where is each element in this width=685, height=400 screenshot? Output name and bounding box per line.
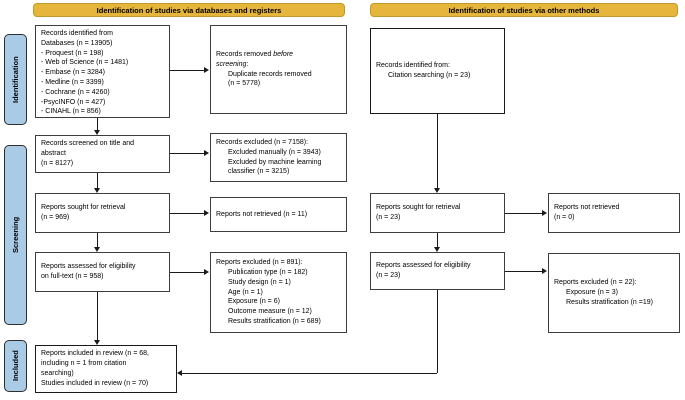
box-reports-not-retrieved-other: Reports not retrieved (n = 0) [548, 193, 680, 233]
box-included-in-review: Reports included in review (n = 68, incl… [35, 345, 177, 393]
text-line: Duplicate records removed [228, 70, 312, 78]
text-line: - Proquest (n = 198) [41, 49, 104, 57]
text-line: Reports sought for retrieval [376, 204, 461, 212]
text-line: Databases (n = 13905) [41, 39, 113, 47]
stage-label-included: Included [4, 340, 27, 392]
arrowhead-right [542, 268, 547, 274]
box-records-screened: Records screened on title and abstract (… [35, 135, 170, 173]
text-line: Age (n = 1) [228, 288, 263, 296]
arrowhead-down [94, 339, 100, 345]
text-line: Records identified from: [376, 62, 450, 70]
box-records-identified-databases: Records identified from Databases (n = 1… [35, 25, 170, 118]
text-line: - Cochrane (n = 4260) [41, 88, 110, 96]
text-line: -PsycINFO (n = 427) [41, 98, 106, 106]
text-line: Records removed before [216, 50, 294, 58]
arrowhead-down [94, 187, 100, 193]
text-line: Excluded manually (n = 3943) [228, 148, 321, 156]
arrowhead-down [434, 187, 440, 193]
text-line: searching) [41, 370, 74, 377]
text-line: Excluded by machine learning [228, 158, 322, 166]
text-line: Studies included in review (n = 70) [41, 379, 149, 387]
text-line: Reports not retrieved (n = 11) [216, 210, 308, 218]
box-records-identified-citation: Records identified from: Citation search… [370, 28, 505, 114]
text-line: Records screened on title and [41, 140, 134, 148]
text-line: Results stratification (n =19) [566, 298, 653, 306]
box-reports-assessed-databases: Reports assessed for eligibility on full… [35, 252, 170, 292]
arrowhead-down [94, 129, 100, 135]
arrowhead-right [204, 67, 209, 73]
text-line: (n = 0) [554, 214, 575, 221]
arrowhead-down [94, 246, 100, 252]
text-line: (n = 23) [376, 272, 401, 279]
text-line: Reports excluded (n = 22): [554, 279, 637, 287]
box-reports-excluded-databases: Reports excluded (n = 891): Publication … [210, 252, 347, 333]
text-line: Exposure (n = 6) [228, 298, 280, 306]
arrowhead-down [434, 246, 440, 252]
text-line: Study design (n = 1) [228, 278, 291, 286]
text-line: Reports not retrieved [554, 204, 620, 212]
arrowhead-right [204, 269, 209, 275]
text-line: Reports excluded (n = 891): [216, 259, 303, 267]
text-line: (n = 969) [41, 214, 70, 221]
text-line: (n = 5778) [228, 80, 261, 88]
text-line: Outcome measure (n = 12) [228, 308, 312, 316]
arrowhead-right [204, 150, 209, 156]
box-reports-sought-other: Reports sought for retrieval (n = 23) [370, 193, 505, 233]
text-line: Publication type (n = 182) [228, 269, 308, 276]
text-line: Reports sought for retrieval [41, 204, 126, 212]
text-line: Citation searching (n = 23) [388, 72, 471, 79]
box-records-excluded: Records excluded (n = 7158): Excluded ma… [210, 133, 347, 182]
text-line: (n = 8127) [41, 159, 74, 167]
box-reports-assessed-other: Reports assessed for eligibility (n = 23… [370, 252, 505, 290]
text-line: Exposure (n = 3) [566, 289, 618, 297]
box-reports-excluded-other: Reports excluded (n = 22): Exposure (n =… [548, 253, 680, 333]
text-line: abstract [41, 150, 66, 158]
banner-other-methods: Identification of studies via other meth… [370, 3, 678, 17]
text-line: on full-text (n = 958) [41, 273, 104, 280]
text-line: - Web of Science (n = 1481) [41, 59, 129, 67]
text-line: - Embase (n = 3284) [41, 69, 106, 77]
text-line: Records excluded (n = 7158): [216, 138, 309, 146]
text-line: - Medline (n = 3399) [41, 78, 104, 86]
stage-label-identification: Identification [4, 34, 27, 125]
text-line: classifier (n = 3215) [228, 168, 290, 176]
text-line: (n = 23) [376, 214, 401, 221]
text-line: Results stratification (n = 689) [228, 317, 321, 325]
banner-databases-registers: Identification of studies via databases … [33, 3, 345, 17]
arrowhead-right [542, 210, 547, 216]
text-line: Reports included in review (n = 68, [41, 350, 149, 358]
text-line: Records identified from [41, 30, 113, 37]
text-line: screening: [216, 60, 249, 68]
text-line: Reports assessed for eligibility [376, 262, 471, 270]
text-line: - CINAHL (n = 856) [41, 108, 101, 116]
box-records-removed-before-screening: Records removed before screening: Duplic… [210, 25, 347, 114]
arrowhead-left [177, 370, 182, 376]
arrowhead-right [204, 210, 209, 216]
box-reports-not-retrieved-databases: Reports not retrieved (n = 11) [210, 197, 347, 232]
box-reports-sought-databases: Reports sought for retrieval (n = 969) [35, 193, 170, 233]
text-line: Reports assessed for eligibility [41, 263, 136, 271]
stage-label-screening: Screening [4, 145, 27, 325]
text-line: including n = 1 from citation [41, 360, 127, 368]
